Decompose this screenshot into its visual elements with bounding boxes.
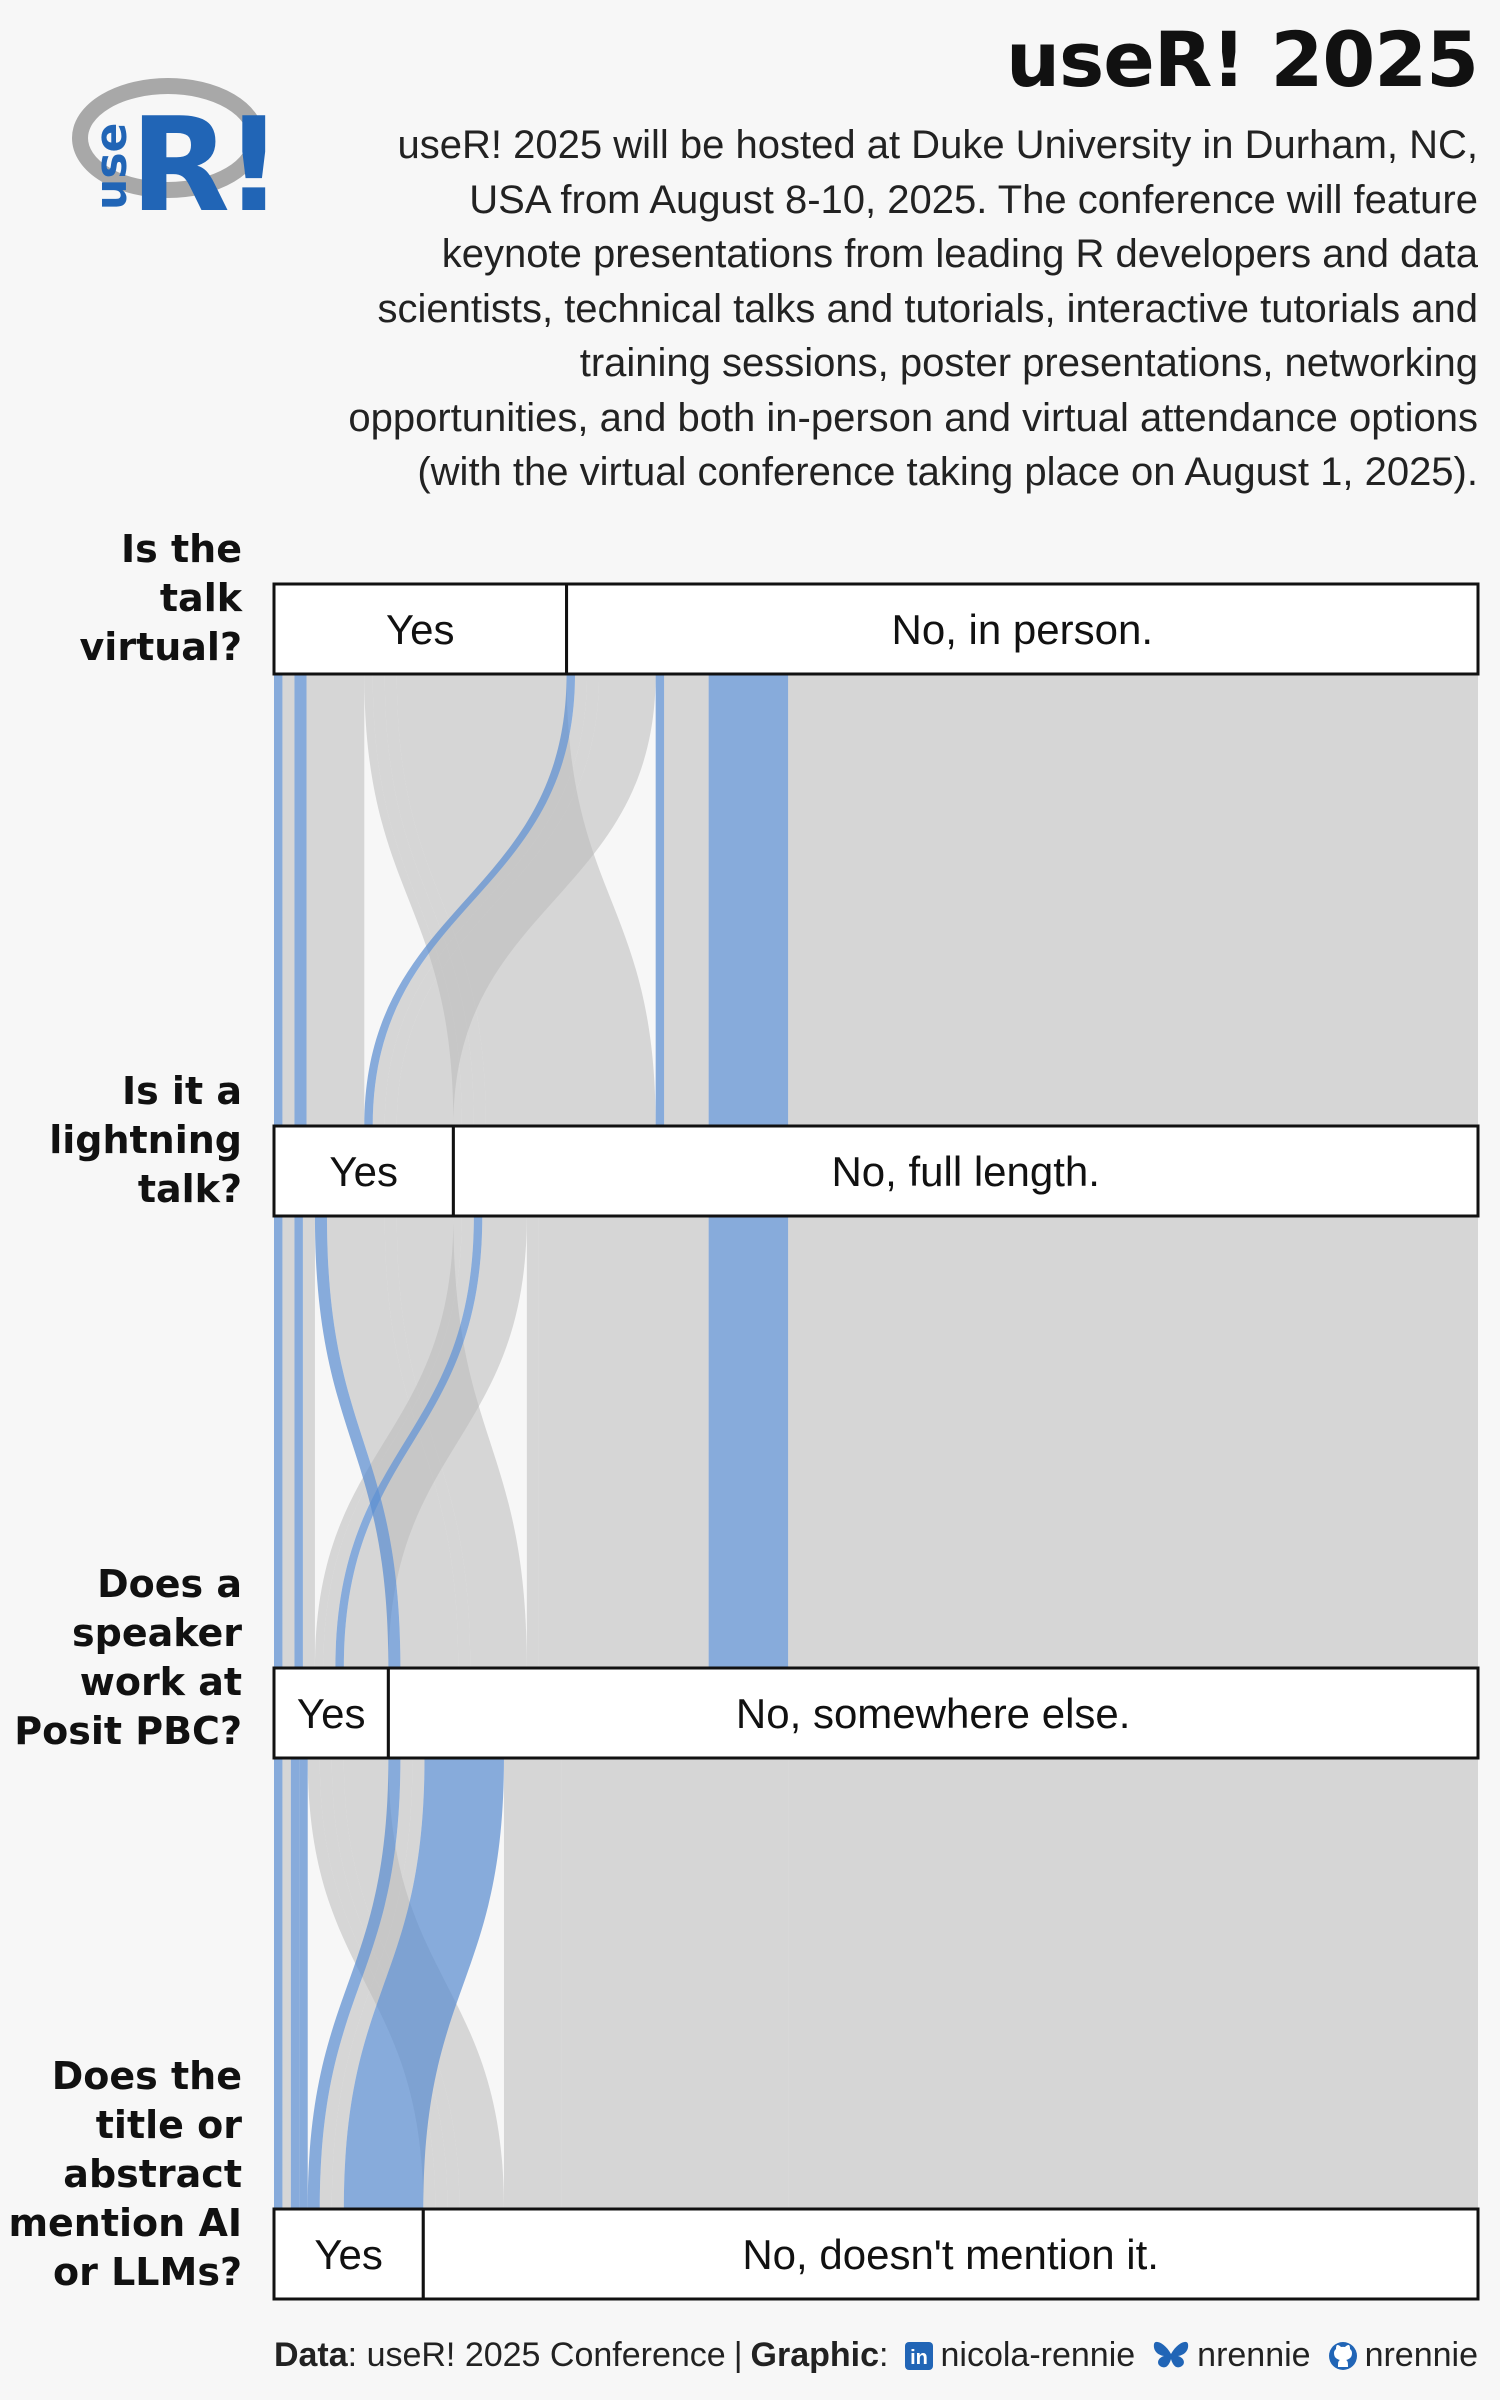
logo-big-text: R! bbox=[130, 89, 277, 230]
caption-bluesky[interactable]: nrennie bbox=[1151, 2336, 1311, 2375]
logo-small-text: use bbox=[86, 123, 137, 210]
flow-ribbon-no-no-no-no-seg2 bbox=[788, 1216, 1478, 1668]
flow-ribbon-yes-no-no-yes-seg3 bbox=[319, 1758, 413, 2209]
flow-ribbon-yes-no-yes-no-seg1 bbox=[372, 674, 474, 1126]
linkedin-handle: nicola-rennie bbox=[940, 2336, 1136, 2374]
flow-ribbon-no-yes-no-no-seg1 bbox=[396, 674, 656, 1126]
flow-ribbon-highlight-no-yes-yes-yes-seg3 bbox=[290, 1758, 300, 2209]
page-title: useR! 2025 bbox=[1005, 15, 1479, 104]
flow-ribbon-yes-no-no-yes-seg1 bbox=[384, 674, 486, 1126]
caption-graphic-sep: : bbox=[879, 2336, 889, 2374]
flow-ribbon-yes-no-yes-yes-seg2 bbox=[314, 1216, 462, 1668]
caption-github[interactable]: nrennie bbox=[1327, 2336, 1478, 2375]
flow-ribbon-highlight-no-no-no-yes-seg1 bbox=[708, 674, 789, 1126]
flow-ribbon-yes-no-no-no-seg3 bbox=[561, 1758, 732, 2209]
flow-ribbon-yes-yes-yes-no-seg2 bbox=[282, 1216, 295, 1668]
flow-ribbon-highlight-no-no-no-yes-seg3 bbox=[343, 1758, 504, 2209]
category-box-q2-no bbox=[451, 1124, 1480, 1218]
flow-ribbon-highlight-no-yes-yes-yes-seg2 bbox=[294, 1216, 303, 1668]
category-box-q3-no bbox=[386, 1666, 1480, 1760]
category-label-q4-yes: Yes bbox=[314, 2231, 383, 2278]
caption-separator: | bbox=[733, 2336, 743, 2374]
flow-ribbon-no-no-no-no-seg1 bbox=[788, 674, 1478, 1126]
flow-ribbon-highlight-no-no-yes-yes-seg2 bbox=[335, 1216, 483, 1668]
github-icon bbox=[1328, 2341, 1357, 2370]
flow-ribbon-yes-yes-yes-no-seg1 bbox=[282, 674, 295, 1126]
flow-ribbon-no-no-yes-no-seg1 bbox=[664, 674, 709, 1126]
flow-ribbon-highlight-no-no-no-yes-seg2 bbox=[708, 1216, 789, 1668]
caption: Data: useR! 2025 Conference | Graphic: i… bbox=[274, 2336, 1478, 2375]
caption-graphic-label: Graphic bbox=[750, 2336, 880, 2374]
flow-ribbon-highlight-yes-yes-yes-yes-seg2 bbox=[274, 1216, 283, 1668]
flow-ribbon-highlight-yes-yes-no-yes-seg1 bbox=[294, 674, 307, 1126]
svg-text:in: in bbox=[911, 2347, 929, 2369]
flow-ribbon-no-yes-yes-no-seg2 bbox=[302, 1216, 315, 1668]
flow-ribbon-no-yes-no-yes-seg1 bbox=[384, 674, 600, 1126]
category-label-q1-no: No, in person. bbox=[892, 606, 1153, 653]
category-label-q1-yes: Yes bbox=[386, 606, 455, 653]
category-label-q3-yes: Yes bbox=[297, 1690, 366, 1737]
flow-ribbon-yes-yes-no-no-seg1 bbox=[306, 674, 365, 1126]
github-handle: nrennie bbox=[1364, 2336, 1478, 2374]
caption-data-text: : useR! 2025 Conference bbox=[347, 2336, 726, 2374]
flow-ribbon-highlight-no-no-yes-yes-seg1 bbox=[655, 674, 665, 1126]
flow-ribbon-yes-no-yes-yes-seg1 bbox=[364, 674, 462, 1126]
bluesky-butterfly-icon bbox=[1154, 2341, 1189, 2367]
linkedin-icon: in bbox=[905, 2341, 934, 2370]
bluesky-handle: nrennie bbox=[1197, 2336, 1311, 2374]
flow-ribbon-yes-no-yes-yes-seg3 bbox=[282, 1758, 291, 2209]
flow-ribbon-yes-no-yes-no-seg2 bbox=[323, 1216, 474, 1668]
flow-ribbon-highlight-yes-yes-no-yes-seg3 bbox=[307, 1758, 401, 2209]
category-label-q4-no: No, doesn't mention it. bbox=[742, 2231, 1159, 2278]
flow-ribbon-yes-yes-no-no-seg3 bbox=[503, 1758, 562, 2209]
caption-data-label: Data bbox=[273, 2336, 348, 2374]
flow-layer bbox=[274, 674, 1478, 2209]
flow-ribbon-highlight-no-yes-yes-yes-seg1 bbox=[364, 674, 575, 1126]
flow-ribbon-no-yes-no-no-seg3 bbox=[731, 1758, 789, 2209]
intro-text: useR! 2025 will be hosted at Duke Univer… bbox=[348, 123, 1478, 494]
caption-linkedin[interactable]: in nicola-rennie bbox=[904, 2336, 1135, 2375]
category-box-q1-no bbox=[565, 582, 1480, 676]
logo-ring bbox=[72, 78, 264, 198]
category-label-q2-yes: Yes bbox=[329, 1148, 398, 1195]
flow-ribbon-yes-no-no-yes-seg2 bbox=[526, 1216, 539, 1668]
flow-ribbon-highlight-no-no-yes-yes-seg3 bbox=[299, 1758, 308, 2209]
category-label-q2-no: No, full length. bbox=[831, 1148, 1100, 1195]
category-box-q2-yes bbox=[272, 1124, 455, 1218]
category-label-q3-no: No, somewhere else. bbox=[736, 1690, 1131, 1737]
flow-ribbon-no-yes-yes-no-seg1 bbox=[372, 674, 588, 1126]
flow-ribbon-no-yes-no-no-seg2 bbox=[396, 1216, 527, 1668]
user-logo: use R! bbox=[72, 78, 283, 230]
flow-ribbon-highlight-yes-yes-yes-yes-seg1 bbox=[274, 674, 283, 1126]
flow-ribbon-no-no-no-no-seg3 bbox=[788, 1758, 1478, 2209]
flow-ribbon-highlight-yes-yes-yes-yes-seg3 bbox=[274, 1758, 283, 2209]
category-box-q4-no bbox=[421, 2207, 1480, 2301]
flow-ribbon-no-yes-no-yes-seg3 bbox=[331, 1758, 425, 2209]
flow-ribbon-yes-no-no-no-seg2 bbox=[538, 1216, 709, 1668]
flow-ribbon-highlight-yes-yes-no-yes-seg2 bbox=[314, 1216, 401, 1668]
category-box-q4-yes bbox=[272, 2207, 425, 2301]
